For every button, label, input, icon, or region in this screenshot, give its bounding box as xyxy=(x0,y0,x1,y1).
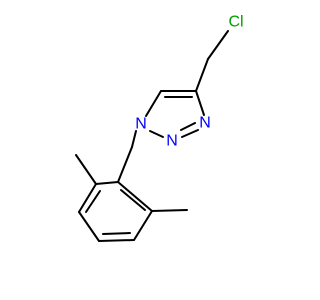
atom-n2: N xyxy=(166,133,178,150)
bond-n2-n1 xyxy=(149,130,164,138)
bond-n1-ch2 xyxy=(131,130,137,148)
bond-n1-c5 xyxy=(145,90,162,117)
bond-ar2-ar3-double xyxy=(85,190,101,213)
bond-n3-n2-double xyxy=(180,122,196,131)
bond-n3-n2 xyxy=(181,129,199,138)
atom-cl: Cl xyxy=(228,14,243,31)
bond-ar4-ar5-double xyxy=(102,232,131,235)
structure-diagram: Cl N N N xyxy=(75,14,244,242)
bond-c4-n3 xyxy=(195,90,205,116)
atom-n1: N xyxy=(135,116,147,133)
bond-ch2-cl xyxy=(207,30,229,60)
bond-ch2-ar xyxy=(117,146,133,183)
bond-ar2-ar3 xyxy=(78,183,97,213)
bond-methyl-2 xyxy=(75,154,97,185)
bond-ar5-ar6 xyxy=(133,210,153,241)
bond-ar1-ar6-double xyxy=(120,189,146,211)
bond-methyl-5 xyxy=(151,209,188,212)
bond-ar4-ar5 xyxy=(98,239,135,242)
atom-n3: N xyxy=(199,115,211,132)
bond-ar3-ar4 xyxy=(78,211,100,242)
bond-ar6-ar1 xyxy=(117,181,153,212)
bond-ar1-ar2 xyxy=(95,181,119,185)
bond-c4-ch2 xyxy=(195,58,209,92)
